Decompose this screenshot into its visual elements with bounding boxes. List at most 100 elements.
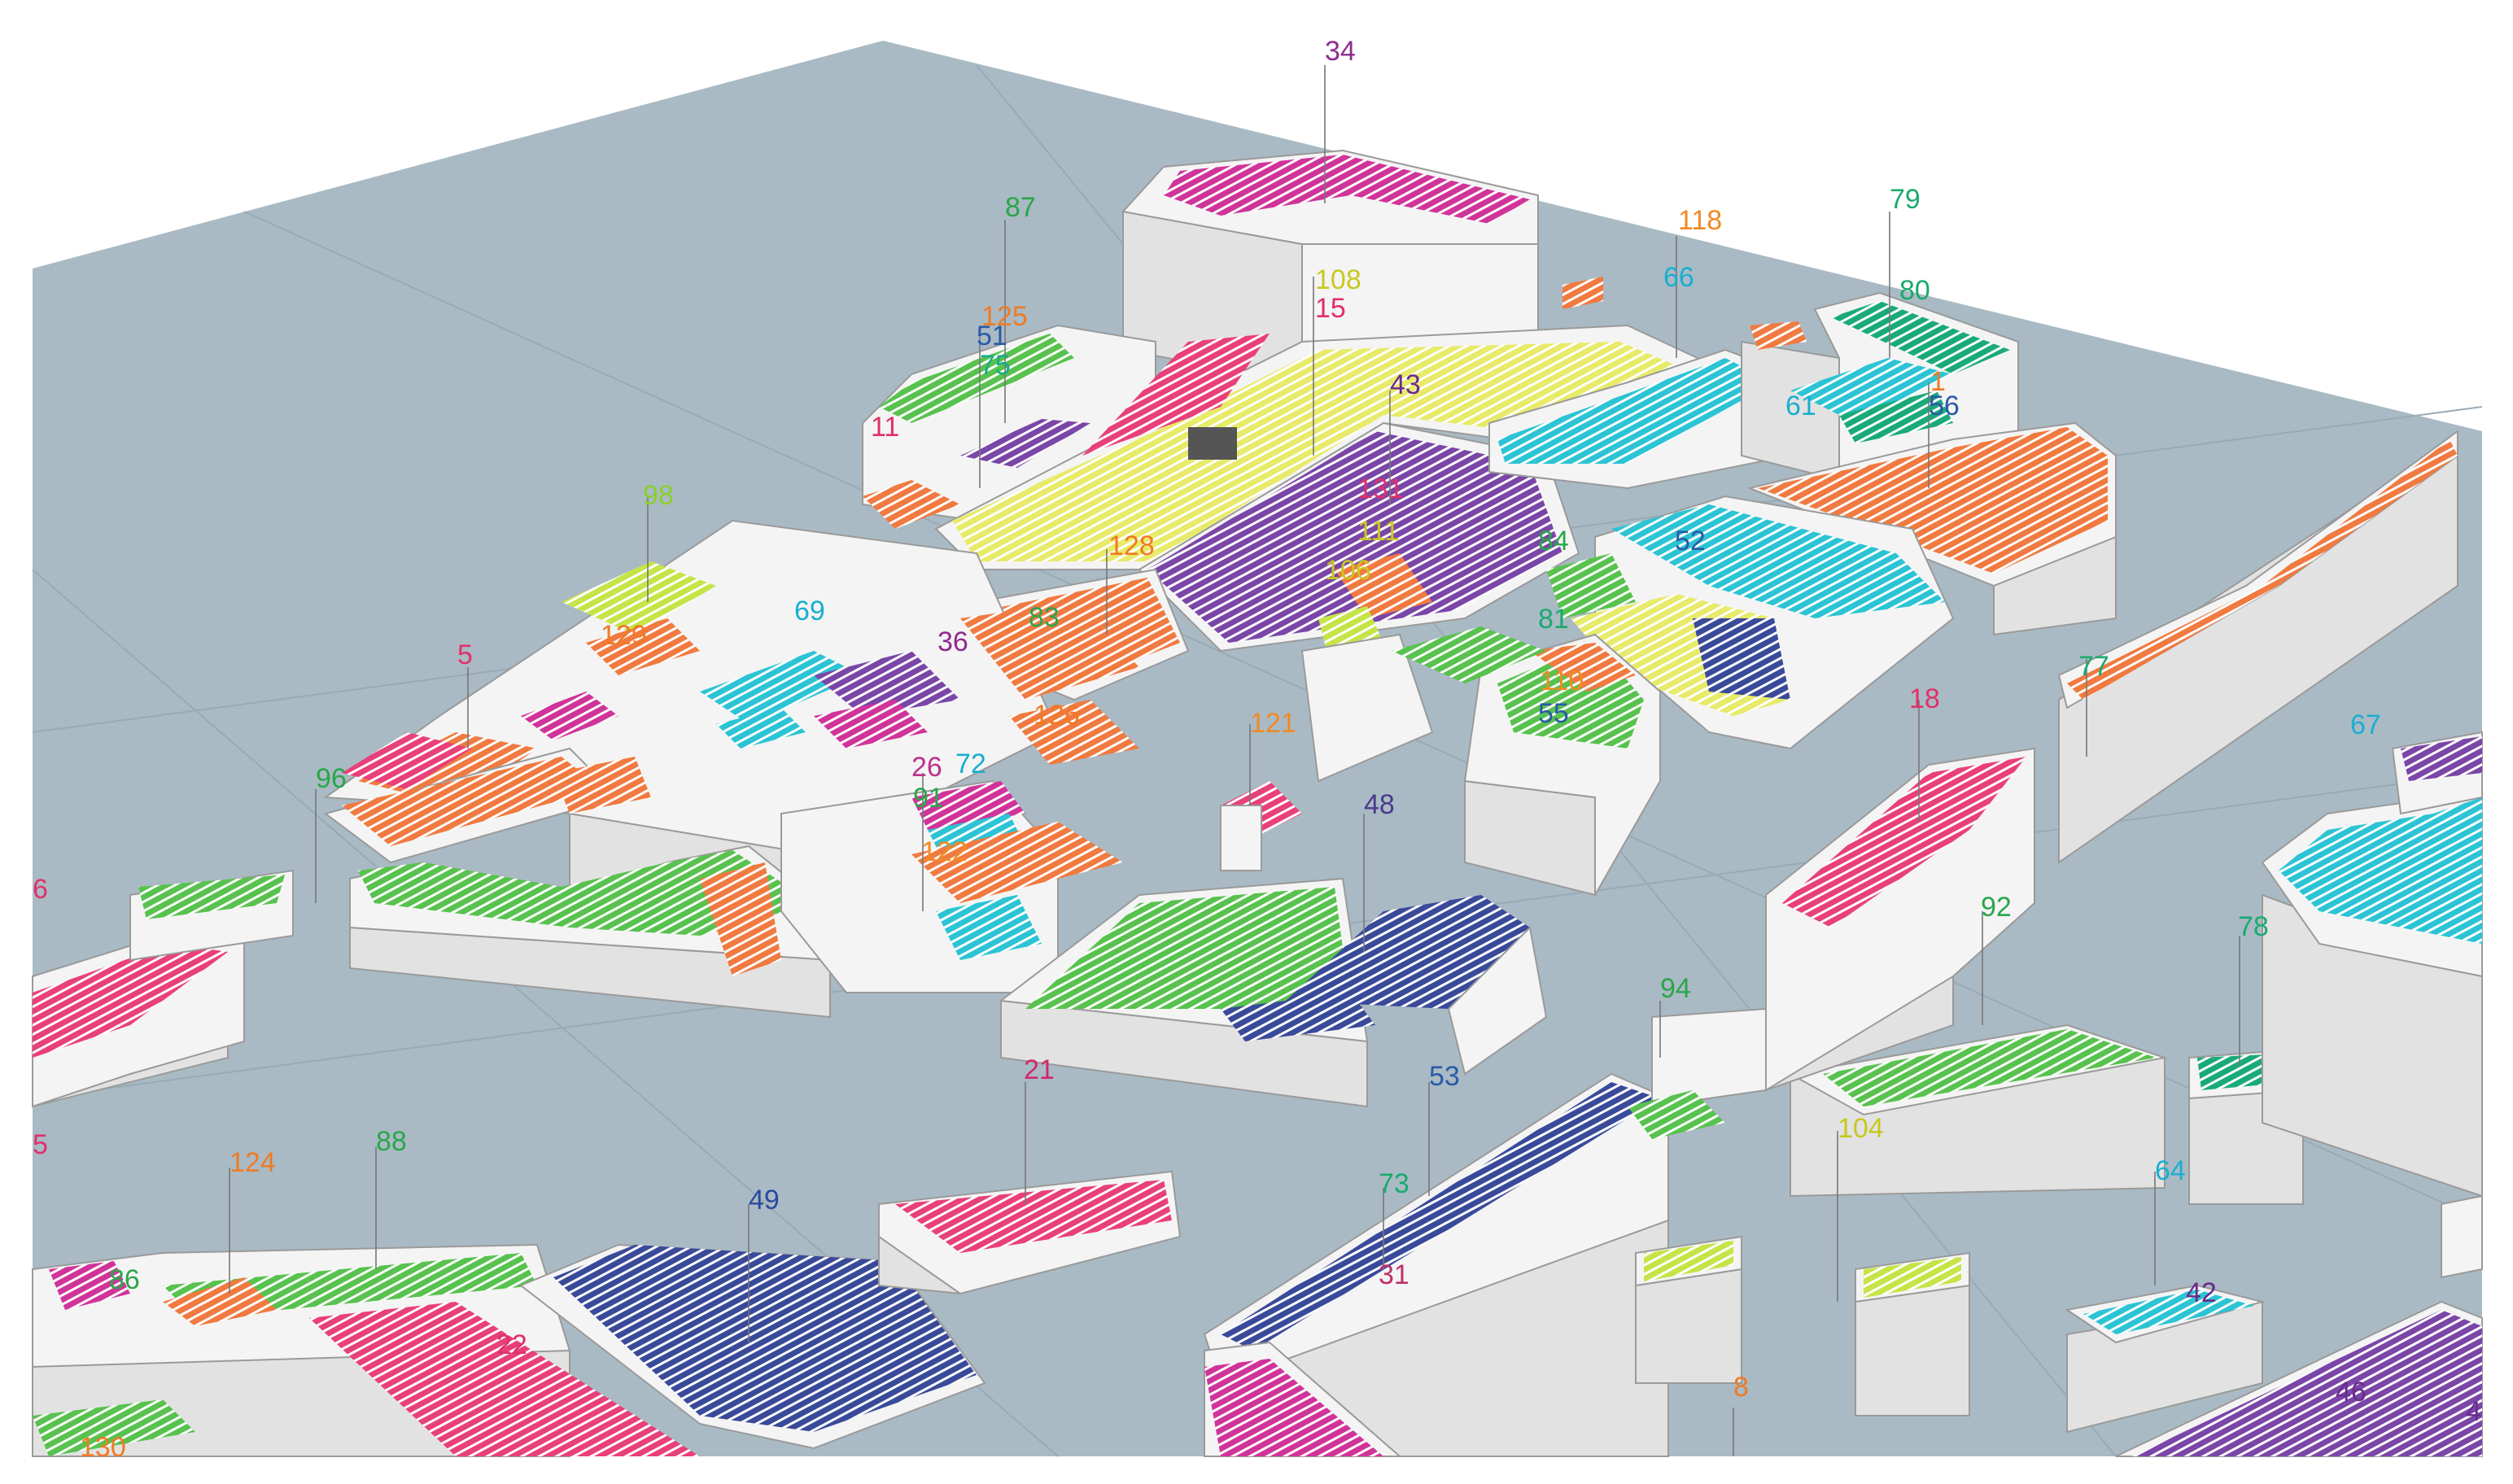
roof-77 (2067, 439, 2458, 700)
roof-46 (2132, 1310, 2482, 1456)
roof-48-green (1025, 887, 1351, 1009)
label-87: 87 (1005, 192, 1036, 223)
roof-66 (1497, 358, 1774, 464)
roof-green-mid (521, 692, 618, 740)
roof-75 (960, 419, 1090, 468)
roof-80 (1831, 301, 2010, 374)
label-46: 46 (2336, 1377, 2367, 1408)
buildings (32, 149, 2483, 1457)
roof-130 (33, 1399, 195, 1456)
roof-orange-b (553, 757, 651, 814)
roof-87 (879, 334, 1074, 423)
label-86: 86 (109, 1264, 140, 1295)
roof-49 (553, 1245, 977, 1432)
roof-6 (33, 944, 228, 1058)
label-91: 91 (913, 783, 944, 814)
roof-orange-small (1750, 321, 1807, 350)
label-81: 81 (1538, 604, 1569, 635)
label-96: 96 (316, 763, 347, 794)
label-42: 42 (2186, 1277, 2217, 1308)
label-69: 69 (794, 596, 825, 626)
courtyard (1188, 427, 1237, 460)
roof-11 (863, 480, 960, 529)
label-111: 111 (1357, 516, 1400, 547)
label-52: 52 (1675, 526, 1706, 556)
roof-81-b (1693, 618, 1790, 700)
roof-5-b (342, 732, 472, 789)
roof-78 (2279, 797, 2482, 944)
roof-83 (960, 602, 1139, 700)
label-75: 75 (980, 350, 1011, 381)
roof-31 (1204, 1359, 1383, 1456)
label-121: 121 (1250, 708, 1296, 739)
label-130: 130 (80, 1432, 126, 1463)
label-15: 15 (1315, 293, 1346, 324)
label-131: 131 (1357, 474, 1404, 504)
label-92: 92 (1981, 892, 2012, 923)
roof-61-b (1839, 391, 1953, 443)
roof-129 (562, 561, 716, 635)
label-128: 128 (1108, 530, 1155, 561)
roof-48 (1286, 895, 1530, 1009)
roof-122 (911, 822, 1123, 903)
label-26: 26 (911, 752, 942, 783)
roof-18 (1782, 757, 2026, 928)
roof-84-b (1392, 626, 1546, 683)
roof-cyan-small (1562, 277, 1603, 309)
roof-21 (895, 1180, 1172, 1253)
label-49: 49 (749, 1185, 780, 1216)
roof-6-green (138, 875, 285, 919)
roof-36 (814, 651, 960, 716)
label-108: 108 (1315, 264, 1361, 295)
label-98: 98 (643, 480, 674, 511)
roof-129-b (586, 618, 700, 675)
label-18: 18 (1909, 683, 1940, 714)
label-94: 94 (1660, 973, 1691, 1004)
roof-69 (700, 651, 863, 724)
label-64: 64 (2155, 1155, 2186, 1186)
label-55: 55 (1538, 698, 1569, 729)
roof-22 (309, 1302, 700, 1456)
roof-8 (1644, 1241, 1733, 1281)
roof-61 (1790, 358, 1953, 423)
label-73: 73 (1379, 1168, 1409, 1199)
label-31: 31 (1379, 1259, 1409, 1290)
label-8: 8 (1733, 1372, 1749, 1403)
roof-67 (2401, 736, 2482, 781)
label-67: 67 (2350, 709, 2381, 740)
label-118: 118 (1678, 205, 1722, 236)
label-79: 79 (1890, 184, 1921, 215)
label-21: 21 (1024, 1054, 1055, 1085)
roof-86 (49, 1261, 130, 1310)
roof-53 (1221, 1082, 1660, 1351)
label-124: 124 (229, 1147, 276, 1178)
roof-92 (1823, 1029, 2157, 1106)
label-125: 125 (981, 301, 1028, 332)
label-ticks (229, 65, 2240, 1456)
roof-124 (163, 1277, 277, 1326)
label-48: 48 (1364, 789, 1395, 820)
roof-108 (952, 342, 1717, 561)
roof-cyan-mid (716, 708, 806, 749)
roof-48-b (1221, 993, 1375, 1041)
label-1: 1 (1930, 366, 1946, 397)
label-11: 11 (871, 412, 899, 443)
label-43: 43 (1390, 369, 1421, 400)
label-6: 6 (33, 874, 48, 905)
roof-84 (1546, 553, 1636, 618)
roof-52 (1611, 504, 1945, 618)
label-129: 129 (601, 620, 647, 651)
roof-34 (1164, 155, 1530, 224)
label-61: 61 (1785, 391, 1816, 421)
label-22: 22 (496, 1329, 527, 1360)
roof-96 (342, 757, 602, 846)
label-36: 36 (937, 626, 968, 657)
roof-111 (1335, 553, 1432, 618)
label-106: 106 (1325, 555, 1371, 586)
building-id-labels: 34 87 118 79 108 15 125 66 80 51 75 43 6… (33, 36, 2481, 1463)
roof-131 (1147, 431, 1562, 643)
label-80: 80 (1899, 275, 1930, 306)
label-88: 88 (376, 1126, 407, 1157)
label-78: 78 (2238, 911, 2269, 942)
